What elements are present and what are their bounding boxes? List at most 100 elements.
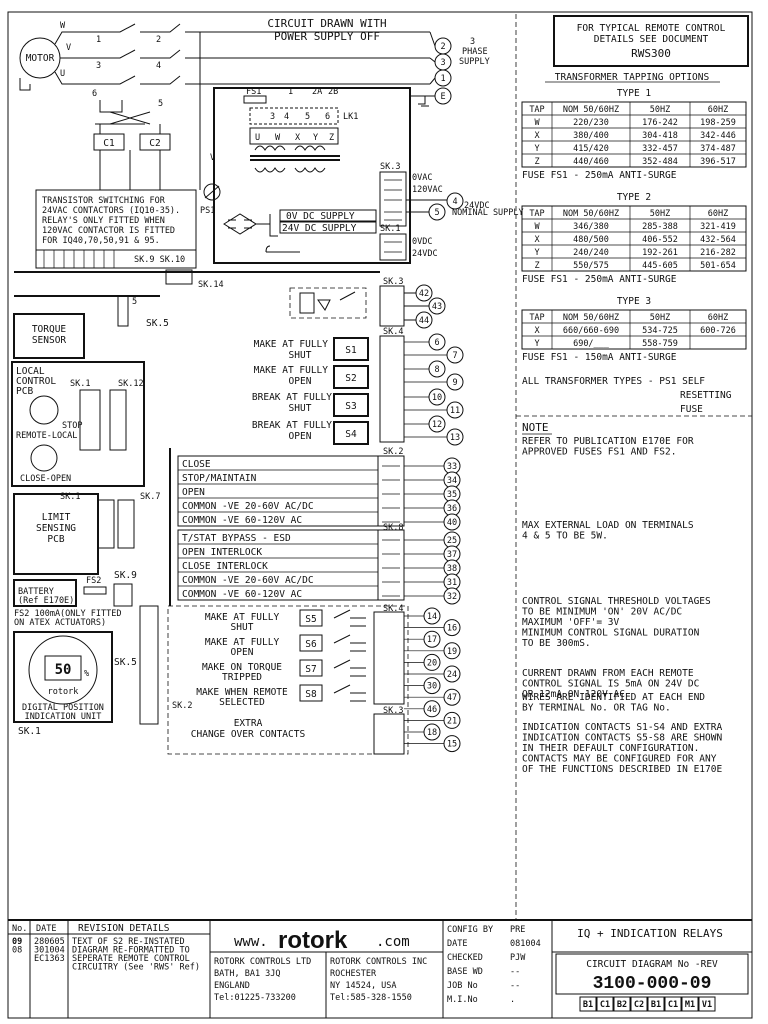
- relay-s3: S3: [345, 401, 356, 412]
- svg-text:1: 1: [288, 87, 293, 97]
- tap-cell: 600-726: [700, 326, 736, 336]
- svg-text:SHUT: SHUT: [289, 403, 312, 414]
- note-line: WIRES ARE IDENTIFIED AT EACH END: [522, 692, 705, 703]
- product-title: IQ + INDICATION RELAYS: [577, 927, 723, 940]
- relay-s2: S2: [345, 373, 356, 384]
- tap-cell: NOM 50/60HZ: [563, 105, 619, 115]
- meta-value: 081004: [510, 939, 541, 949]
- tap-cell: TAP: [529, 209, 544, 219]
- tap-cell: 60HZ: [708, 209, 728, 219]
- code-box: [630, 996, 648, 1012]
- meta-value: PRE: [510, 925, 525, 935]
- svg-text:SK.12: SK.12: [118, 379, 144, 389]
- revision-detail: TEXT OF S2 RE-INSTATED: [72, 937, 185, 947]
- svg-text:SHUT: SHUT: [289, 350, 312, 361]
- svg-text:EXTRA: EXTRA: [234, 718, 263, 729]
- contactor-c2: C2: [149, 138, 160, 149]
- tap-cell: 50HZ: [650, 313, 670, 323]
- tap-cell: 216-282: [700, 248, 736, 258]
- tap-cell: 321-419: [700, 222, 736, 232]
- svg-text:TRANSFORMER TAPPING OPTIONS: TRANSFORMER TAPPING OPTIONS: [555, 72, 710, 83]
- phase-supply-label-3: SUPPLY: [459, 57, 490, 67]
- terminal-circle: [443, 711, 461, 729]
- tap-cell: 332-457: [642, 144, 678, 154]
- meta-key: JOB No: [447, 981, 478, 991]
- left-blocks: 5 SK.5 TORQUE SENSOR LOCAL CONTROL PCB S…: [11, 295, 169, 737]
- extra-contact-id: S8: [305, 689, 317, 700]
- phase-letter-v: V: [66, 43, 71, 53]
- code-box: [579, 996, 597, 1012]
- extra-contact-id: S6: [305, 639, 317, 650]
- tap-cell: 440/460: [573, 157, 609, 167]
- svg-text:TRANSISTOR SWITCHING FOR: TRANSISTOR SWITCHING FOR: [42, 196, 166, 206]
- terminal-number: 20: [427, 658, 437, 668]
- code-label: B2: [617, 1000, 627, 1010]
- meta-value: PJW: [510, 953, 526, 963]
- note-line: INDICATION CONTACTS S1-S4 AND EXTRA: [522, 722, 722, 733]
- svg-text:1: 1: [96, 35, 101, 45]
- code-label: B1: [583, 1000, 593, 1010]
- svg-text:SENSING: SENSING: [36, 523, 76, 534]
- svg-text:0VAC: 0VAC: [412, 173, 432, 183]
- terminal-number: 47: [447, 693, 457, 703]
- svg-text:43: 43: [432, 302, 442, 312]
- ref-box-line-1: FOR TYPICAL REMOTE CONTROL: [577, 23, 726, 34]
- svg-text:6: 6: [325, 112, 330, 122]
- terminal-number: 35: [447, 490, 457, 500]
- terminal-number: 36: [447, 504, 457, 514]
- close-open-selector: [30, 444, 58, 472]
- extra-contact-id: S5: [305, 614, 316, 625]
- terminal-number: 21: [447, 716, 457, 726]
- ref-box-line-2: DETAILS SEE DOCUMENT: [594, 34, 709, 45]
- revision-no: 08: [12, 946, 22, 956]
- rc-input-label: OPEN INTERLOCK: [182, 547, 262, 558]
- tap-cell: 501-654: [700, 261, 736, 271]
- terminal-number: 34: [447, 476, 457, 486]
- tap-cell: 396-517: [700, 157, 736, 167]
- svg-text:BREAK AT FULLY: BREAK AT FULLY: [252, 392, 332, 403]
- svg-text:SK.5: SK.5: [114, 657, 137, 668]
- extra-contact-label: MAKE AT FULLY: [205, 637, 280, 648]
- meta-key: CONFIG BY: [447, 925, 493, 935]
- transistor-note: TRANSISTOR SWITCHING FOR 24VAC CONTACTOR…: [14, 189, 380, 297]
- svg-text:120VAC: 120VAC: [412, 185, 443, 195]
- svg-text:FOR IQ40,70,50,91 & 95.: FOR IQ40,70,50,91 & 95.: [42, 236, 160, 246]
- tap-fuse-note: FUSE FS1 - 150mA ANTI-SURGE: [522, 352, 677, 363]
- tap-cell: Z: [534, 157, 539, 167]
- extra-contact-box: [299, 634, 323, 652]
- phase-supply-label-1: 3: [470, 37, 475, 47]
- note-line: 4 & 5 TO BE 5W.: [522, 531, 608, 542]
- svg-text:SENSOR: SENSOR: [32, 335, 67, 346]
- svg-text:7: 7: [452, 351, 457, 361]
- revision-date: EC1363: [34, 954, 65, 964]
- note-line: MINIMUM CONTROL SIGNAL DURATION: [522, 628, 700, 639]
- tap-cell: 50HZ: [650, 209, 670, 219]
- code-label: V1: [702, 1000, 712, 1010]
- revision-detail: CIRCUITRY (See 'RWS' Ref): [72, 963, 200, 973]
- extra-contact-label: OPEN: [231, 647, 254, 658]
- svg-text:2: 2: [440, 42, 445, 52]
- diagram-number: 3100-000-09: [593, 974, 712, 994]
- tap-cell: W: [534, 118, 540, 128]
- svg-text:SK.5: SK.5: [146, 318, 169, 329]
- digital-position-unit: [13, 631, 113, 723]
- meta-key: CHECKED: [447, 953, 483, 963]
- svg-text:4: 4: [156, 61, 161, 71]
- svg-text:11: 11: [450, 406, 460, 416]
- svg-text:SK.1: SK.1: [70, 379, 90, 389]
- note-line: MAX EXTERNAL LOAD ON TERMINALS: [522, 520, 694, 531]
- svg-text:SK.3: SK.3: [380, 162, 400, 172]
- code-label: B1: [651, 1000, 661, 1010]
- tap-type-title: TYPE 2: [617, 192, 651, 203]
- svg-text:2: 2: [156, 35, 161, 45]
- svg-text:24VDC: 24VDC: [412, 249, 438, 259]
- terminal-number: 33: [447, 462, 457, 472]
- extra-contact-box: [299, 609, 323, 627]
- terminal-circle: [443, 665, 461, 683]
- svg-text:CIRCUIT DIAGRAM No -REV: CIRCUIT DIAGRAM No -REV: [586, 959, 718, 970]
- svg-text:(Ref E170E): (Ref E170E): [18, 596, 74, 606]
- meta-value: .: [510, 995, 515, 1005]
- note-line: CONTACTS MAY BE CONFIGURED FOR ANY: [522, 754, 717, 765]
- svg-text:3: 3: [96, 61, 101, 71]
